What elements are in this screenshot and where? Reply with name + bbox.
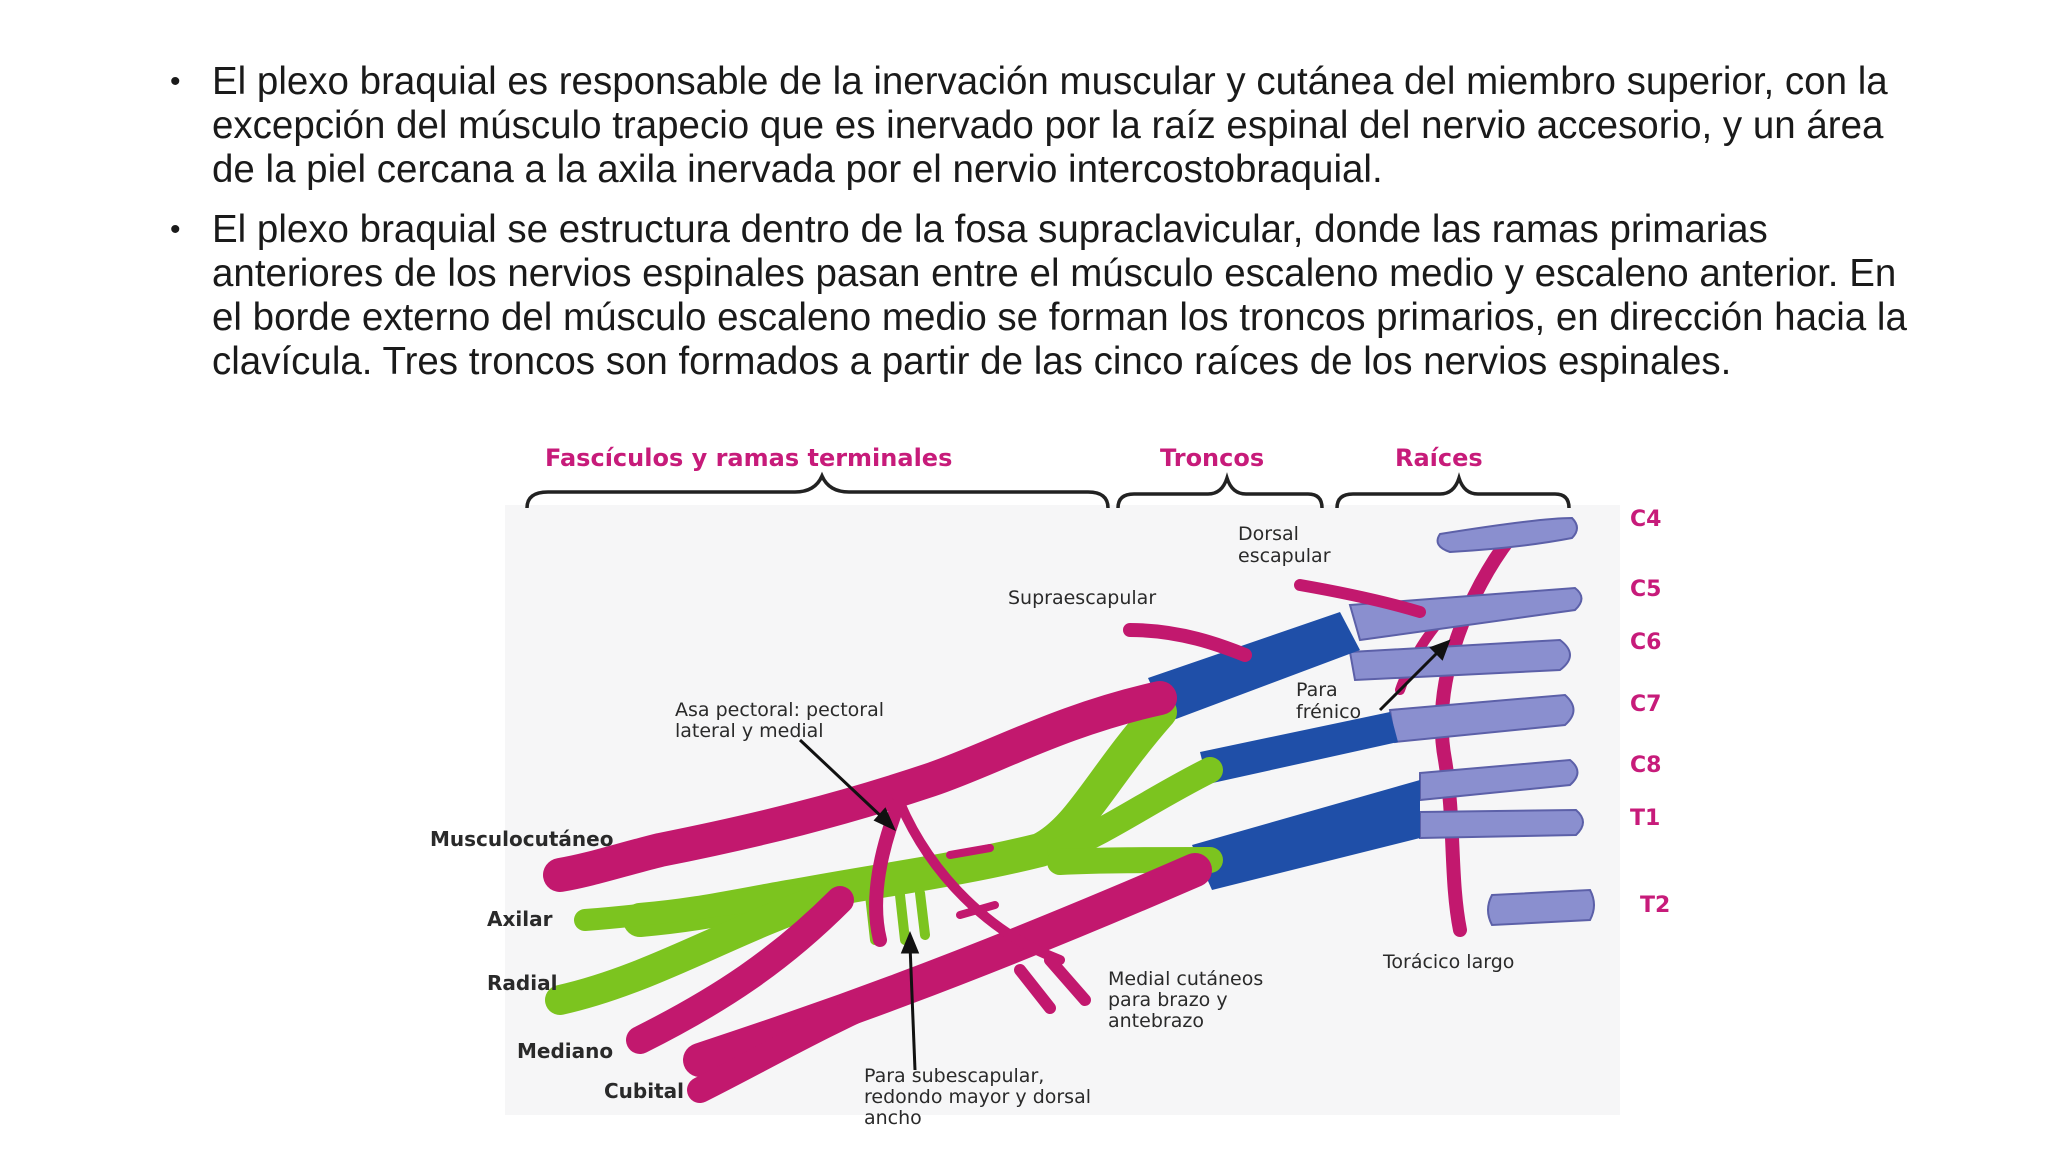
dorsal-escapular-nerve	[1294, 579, 1426, 618]
mediano-nerve	[626, 886, 854, 1054]
pectoral-branch-2	[956, 901, 999, 919]
trunk-medio	[1200, 712, 1398, 784]
arrow-asa-head	[873, 807, 897, 832]
label-asa-2: lateral y medial	[675, 720, 824, 742]
arrow-subesc-line	[908, 944, 917, 1071]
label-medial-1: Medial cutáneos	[1108, 968, 1263, 990]
root-c6	[1348, 638, 1571, 682]
brace-troncos	[1116, 472, 1324, 509]
bullet-list: • El plexo braquial es responsable de la …	[160, 60, 1920, 400]
label-para-frenico-1: Para	[1296, 679, 1338, 701]
bullet-marker: •	[170, 213, 181, 246]
segment-c5: C5	[1630, 577, 1661, 602]
header-troncos: Troncos	[1160, 444, 1264, 472]
segment-c8: C8	[1630, 753, 1661, 778]
label-dorsal-1: Dorsal	[1238, 523, 1299, 545]
header-fasciculos: Fascículos y ramas terminales	[545, 444, 952, 472]
brace-fasciculos	[525, 471, 1110, 509]
arrow-subesc-head	[900, 931, 920, 954]
label-subesc-2: redondo mayor y dorsal	[864, 1086, 1091, 1108]
label-para-frenico-2: frénico	[1296, 701, 1361, 723]
segment-t2: T2	[1640, 893, 1670, 918]
root-c4	[1436, 516, 1578, 554]
label-medial-3: antebrazo	[1108, 1010, 1204, 1032]
root-t2	[1487, 888, 1595, 927]
bullet-text-2: El plexo braquial se estructura dentro d…	[212, 208, 1907, 383]
label-subesc-3: ancho	[864, 1107, 922, 1129]
label-dorsal-2: escapular	[1238, 545, 1331, 567]
bullet-text-1: El plexo braquial es responsable de la i…	[212, 60, 1888, 191]
label-mediano: Mediano	[517, 1039, 613, 1063]
label-axilar: Axilar	[487, 907, 553, 931]
arrow-frenico-head	[1429, 639, 1451, 661]
root-c5	[1348, 586, 1583, 642]
label-musculocutaneo: Musculocutáneo	[430, 827, 613, 851]
segment-t1: T1	[1630, 806, 1660, 831]
label-cubital: Cubital	[604, 1079, 684, 1103]
bullet-marker: •	[170, 65, 181, 98]
arrow-asa-line	[798, 738, 887, 822]
supraescapular-nerve	[1123, 623, 1252, 662]
axilar-nerve	[574, 884, 811, 931]
trunk-superior	[1148, 612, 1360, 722]
label-supraescapular: Supraescapular	[1008, 587, 1156, 609]
label-medial-2: para brazo y	[1108, 989, 1228, 1011]
root-t1	[1419, 808, 1584, 840]
label-asa-1: Asa pectoral: pectoral	[675, 699, 884, 721]
medial-cutaneo-2	[1044, 954, 1091, 1006]
label-subesc-1: Para subescapular,	[864, 1065, 1044, 1087]
label-radial: Radial	[487, 971, 557, 995]
brace-raices	[1335, 472, 1571, 509]
toracico-largo-nerve	[1434, 531, 1517, 937]
subesc-branch-2	[895, 890, 910, 945]
medial-cutaneo-1	[1014, 964, 1056, 1014]
root-c7	[1388, 693, 1575, 744]
pointer-arrows	[798, 639, 1451, 1071]
subesc-branch-3	[915, 888, 930, 940]
posterior-division-2	[1047, 757, 1223, 863]
arrow-frenico-line	[1378, 648, 1442, 712]
pectoral-branch-1	[946, 844, 994, 859]
root-c8	[1419, 758, 1579, 802]
roots	[1348, 516, 1595, 927]
label-toracico: Torácico largo	[1382, 951, 1514, 973]
radial-nerve	[545, 885, 835, 1015]
trunk-inferior	[1192, 780, 1420, 890]
segment-c6: C6	[1630, 630, 1661, 655]
asa-pectoral	[869, 793, 907, 947]
bullet-item-2: • El plexo braquial se estructura dentro …	[160, 208, 1920, 384]
header-raices: Raíces	[1395, 444, 1483, 472]
segment-c4: C4	[1630, 507, 1661, 532]
pectoral-loop	[890, 785, 1065, 965]
segment-c7: C7	[1630, 692, 1661, 717]
lateral-medial-cords	[543, 579, 1426, 1103]
bullet-item-1: • El plexo braquial es responsable de la …	[160, 60, 1920, 192]
lateral-cord	[543, 681, 1177, 892]
cubital-nerve	[687, 977, 913, 1103]
posterior-cord	[545, 695, 1223, 1015]
